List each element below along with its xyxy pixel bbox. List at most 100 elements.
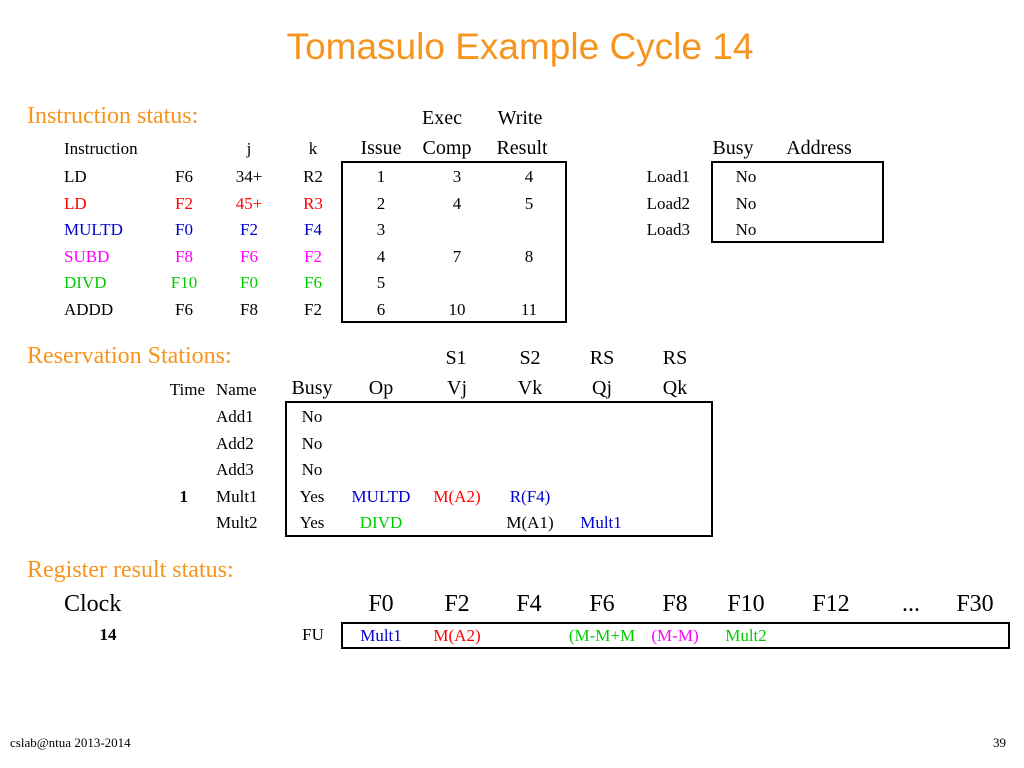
load-address-header: Address (786, 137, 852, 159)
qj-header: Qj (592, 377, 612, 399)
rs-qk-header-top: RS (662, 347, 688, 369)
vk-header: Vk (517, 377, 543, 399)
vj-header: Vj (447, 377, 467, 399)
rs-name: Add2 (216, 433, 254, 453)
instr-k: F2 (304, 246, 322, 266)
instr-issue: 3 (376, 220, 386, 240)
register-status-label: Register result status: (27, 557, 234, 583)
instr-write: 4 (524, 167, 534, 186)
clock-value: 14 (99, 625, 117, 644)
instr-dest: F6 (175, 167, 193, 186)
s2-header: S2 (519, 347, 541, 369)
register-fu: Mult1 (360, 626, 402, 645)
register-status-box (341, 622, 1010, 649)
slide-title: Tomasulo Example Cycle 14 (286, 26, 754, 67)
rs-name: Mult1 (216, 486, 258, 506)
instr-op: SUBD (64, 246, 110, 266)
write-header-bottom: Result (496, 137, 548, 159)
instr-j: F6 (240, 246, 258, 266)
load-name: Load2 (646, 193, 690, 213)
instr-issue: 4 (376, 246, 386, 266)
rs-busy-header: Busy (291, 377, 333, 399)
instr-dest: F6 (175, 300, 193, 319)
instr-write: 5 (524, 193, 534, 213)
issue-header: Issue (360, 137, 402, 159)
instr-j: 45+ (235, 193, 263, 213)
load-busy-header: Busy (712, 137, 754, 159)
load-busy: No (735, 167, 757, 186)
write-header-top: Write (497, 107, 543, 129)
reservation-stations-label: Reservation Stations: (27, 343, 232, 369)
time-header: Time (169, 380, 205, 399)
instr-j: F8 (240, 300, 258, 319)
instruction-header: Instruction (64, 139, 138, 158)
register-name: ... (902, 591, 920, 617)
register-fu: (M-M+M (568, 626, 636, 645)
load-busy: No (735, 193, 757, 213)
instr-exec: 10 (448, 300, 466, 319)
clock-label: Clock (64, 591, 122, 617)
load-busy: No (735, 220, 757, 240)
instr-dest: F0 (175, 220, 193, 240)
instr-op: ADDD (64, 300, 114, 319)
instr-exec: 3 (452, 167, 462, 186)
exec-header-bottom: Comp (422, 137, 472, 159)
rs-vj: M(A2) (433, 486, 481, 506)
instr-issue: 2 (376, 193, 386, 213)
instr-op: LD (64, 193, 87, 213)
name-header: Name (216, 380, 257, 399)
instr-dest: F10 (170, 273, 198, 293)
instr-op: DIVD (64, 273, 107, 293)
instr-j: F2 (240, 220, 258, 240)
instruction-status-box (341, 161, 567, 323)
load-name: Load1 (646, 167, 690, 186)
instr-k: F4 (304, 220, 322, 240)
register-name: F10 (727, 591, 765, 617)
s1-header: S1 (445, 347, 467, 369)
register-name: F6 (589, 591, 615, 617)
instr-write: 8 (524, 246, 534, 266)
exec-header-top: Exec (422, 107, 462, 129)
register-fu: Mult2 (725, 626, 767, 645)
k-header: k (308, 139, 318, 158)
instr-j: F0 (240, 273, 258, 293)
register-fu: (M-M) (651, 626, 699, 645)
rs-vk: M(A1) (506, 513, 554, 533)
instr-write: 11 (520, 300, 538, 319)
qk-header: Qk (662, 377, 688, 399)
rs-op: DIVD (359, 513, 403, 533)
page-number: 39 (993, 735, 1006, 750)
rs-vk: R(F4) (509, 486, 551, 506)
instr-exec: 4 (452, 193, 462, 213)
instr-k: F6 (304, 273, 322, 293)
instr-op: LD (64, 167, 87, 186)
reservation-stations-box (285, 401, 713, 537)
instr-dest: F2 (175, 193, 193, 213)
rs-busy: No (301, 460, 323, 480)
rs-busy: No (301, 433, 323, 453)
rs-op: MULTD (351, 486, 411, 506)
instr-k: R3 (303, 193, 323, 213)
j-header: j (246, 139, 252, 158)
instr-issue: 5 (376, 273, 386, 293)
instr-op: MULTD (64, 220, 123, 240)
instr-j: 34+ (235, 167, 263, 186)
fu-label: FU (302, 625, 324, 644)
rs-time: 1 (179, 486, 189, 506)
rs-qj-header-top: RS (589, 347, 615, 369)
instr-issue: 6 (376, 300, 386, 319)
register-name: F12 (812, 591, 850, 617)
rs-name: Mult2 (216, 513, 258, 533)
instr-issue: 1 (376, 167, 386, 186)
instr-k: R2 (303, 167, 323, 186)
rs-name: Add1 (216, 407, 254, 426)
rs-qj: Mult1 (580, 513, 622, 533)
rs-busy: Yes (299, 513, 325, 533)
instr-exec: 7 (452, 246, 462, 266)
load-name: Load3 (646, 220, 690, 240)
load-buffers-box (711, 161, 884, 243)
instr-dest: F8 (175, 246, 193, 266)
rs-name: Add3 (216, 460, 254, 480)
rs-busy: No (301, 407, 323, 426)
register-name: F4 (516, 591, 542, 617)
